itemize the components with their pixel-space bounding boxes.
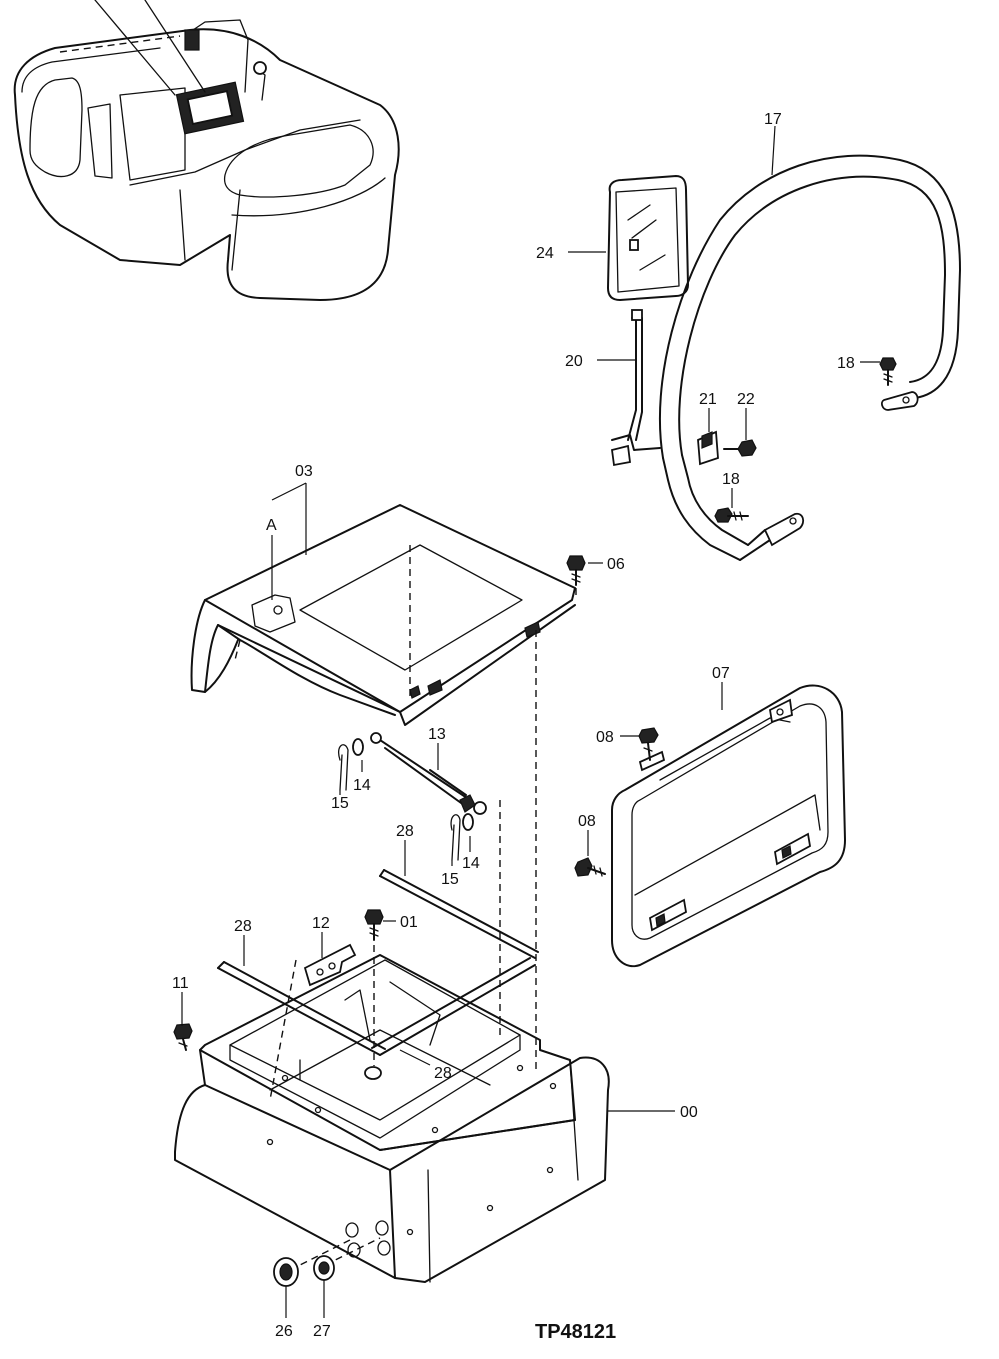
label-08-upper: 08 (596, 729, 614, 746)
label-A: A (266, 517, 277, 534)
seal-28-right (379, 869, 539, 959)
drawing-reference: TP48121 (535, 1321, 616, 1343)
label-14-lower: 14 (462, 855, 480, 872)
label-07: 07 (712, 665, 730, 682)
hinge-12 (303, 943, 357, 987)
label-27: 27 (313, 1323, 331, 1340)
toolbox-lid (190, 504, 576, 726)
label-28-left: 28 (234, 918, 252, 935)
bolt-01 (364, 909, 384, 941)
bolt-08-lower (574, 857, 606, 877)
label-18-upper: 18 (837, 355, 855, 372)
plug-26 (273, 1257, 299, 1287)
label-15-lower: 15 (441, 871, 459, 888)
label-18-lower: 18 (722, 471, 740, 488)
label-00: 00 (680, 1104, 698, 1121)
seal-28-front (371, 957, 536, 1056)
label-13: 13 (428, 726, 446, 743)
nut-22 (723, 439, 757, 457)
label-21: 21 (699, 391, 717, 408)
clamp-21 (697, 430, 719, 466)
label-03: 03 (295, 463, 313, 480)
label-06: 06 (607, 556, 625, 573)
label-17: 17 (764, 111, 782, 128)
bolt-18-lower (714, 507, 749, 523)
label-22: 22 (737, 391, 755, 408)
label-20: 20 (565, 353, 583, 370)
bolt-06 (566, 555, 586, 600)
plug-27 (313, 1255, 335, 1281)
bolt-18-upper (879, 357, 897, 386)
gas-spring (370, 732, 487, 815)
label-24: 24 (536, 245, 554, 262)
handrail-assembly (659, 154, 961, 561)
label-11: 11 (172, 975, 189, 992)
label-26: 26 (275, 1323, 293, 1340)
excavator-overview (13, 0, 400, 301)
label-08-lower: 08 (578, 813, 596, 830)
leader-lines (181, 125, 880, 1318)
label-15-upper: 15 (331, 795, 349, 812)
label-28-front: 28 (434, 1065, 452, 1082)
label-28-right: 28 (396, 823, 414, 840)
mirror-assembly (607, 175, 689, 467)
washer-14-lower (462, 813, 474, 831)
part-labels: 17 24 20 18 21 22 18 03 A 06 07 08 08 13… (172, 111, 855, 1340)
side-door (611, 684, 846, 968)
seal-28-left (217, 961, 386, 1056)
bolt-11 (173, 1023, 193, 1051)
label-01: 01 (400, 914, 418, 931)
pin-15-upper (338, 744, 349, 791)
label-14-upper: 14 (353, 777, 371, 794)
pin-15-lower (450, 814, 461, 861)
washer-14-upper (352, 738, 364, 756)
toolbox-body (174, 630, 610, 1283)
label-12: 12 (312, 915, 330, 932)
